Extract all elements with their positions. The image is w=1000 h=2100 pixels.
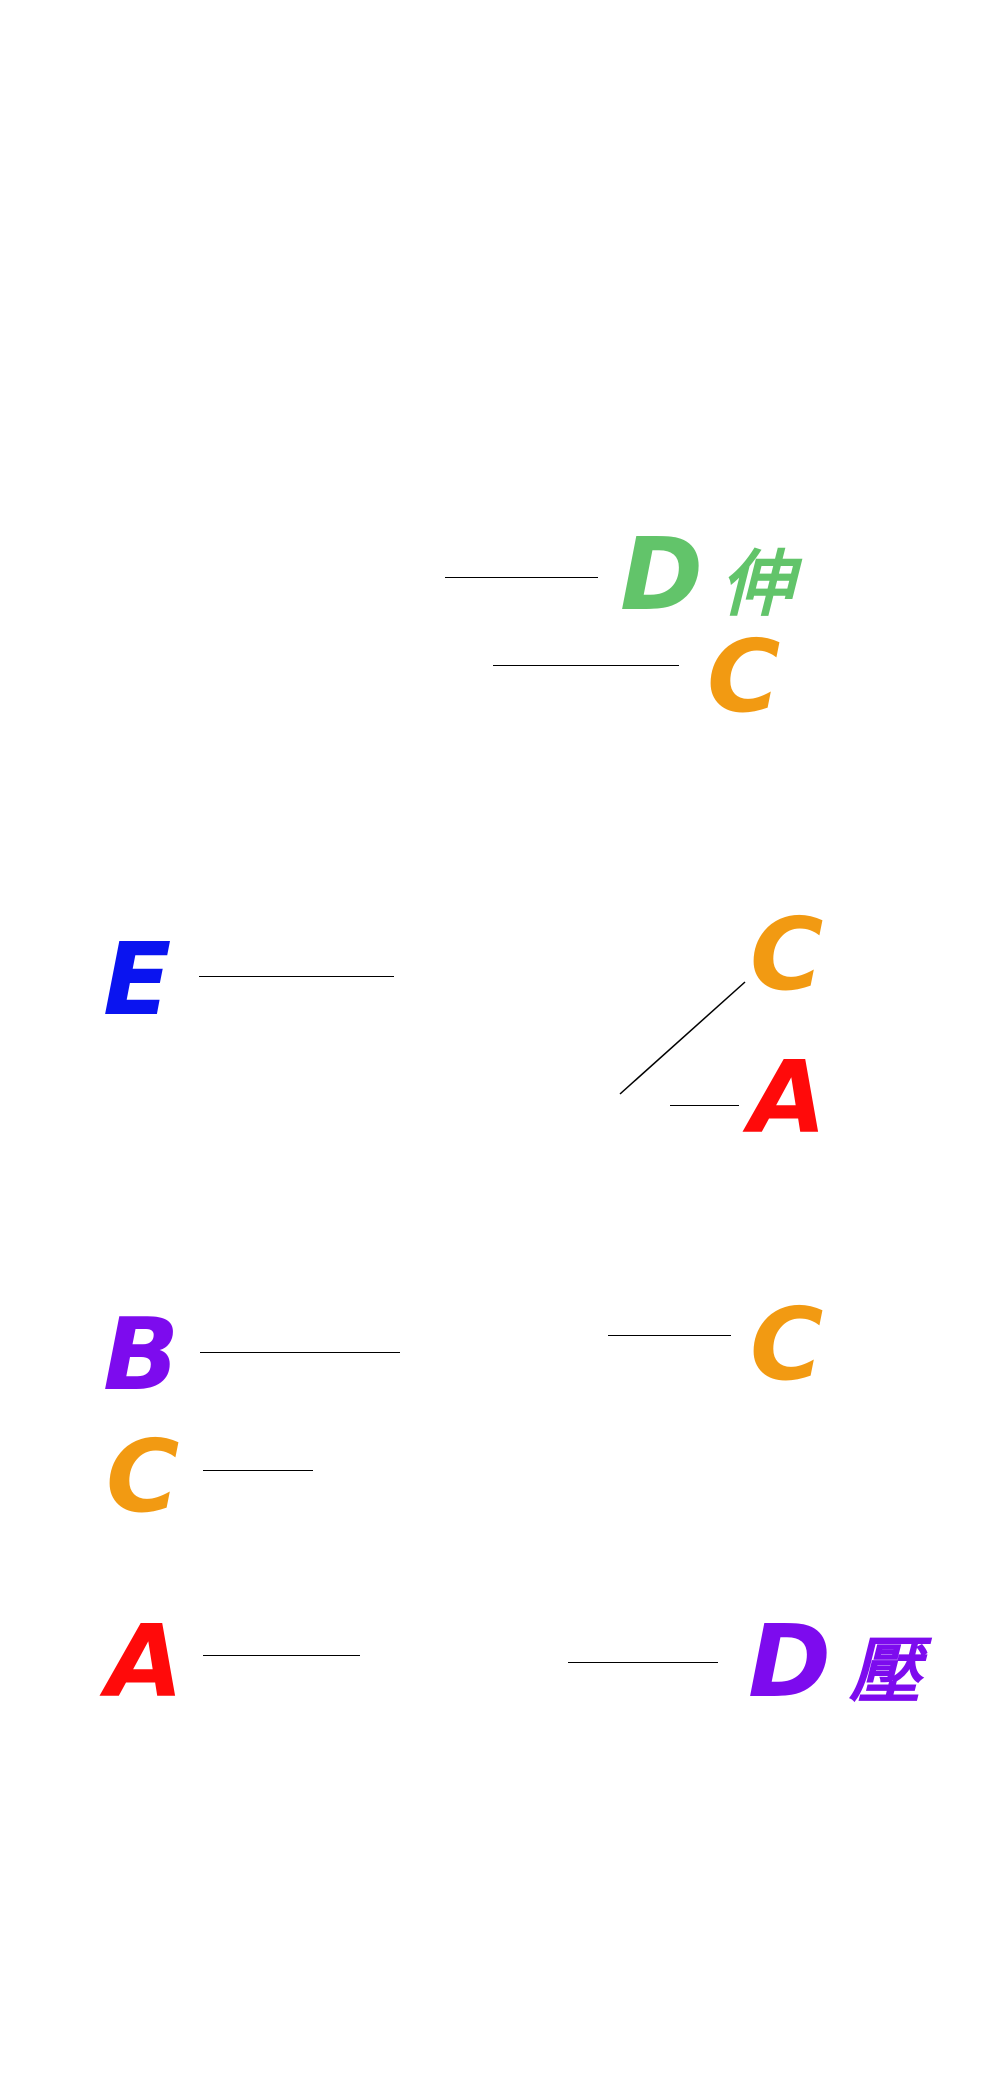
label-d-ya-letter: D [748, 1603, 832, 1720]
rule-a-bottom [203, 1655, 360, 1656]
label-c-right: C [750, 1295, 823, 1395]
label-d-shen-letter: D [620, 516, 704, 633]
label-c-mid: C [750, 905, 823, 1005]
rule-top-d [445, 577, 598, 578]
connector-diagonal [619, 981, 746, 1095]
rule-c-left [203, 1470, 313, 1471]
label-d-shen-kanji: 伸 [721, 542, 794, 626]
label-c-top: C [707, 627, 780, 727]
label-e: E [103, 930, 171, 1030]
label-c-top-letter: C [707, 618, 781, 735]
label-b: B [103, 1305, 179, 1405]
rule-b [200, 1352, 400, 1353]
rule-e [199, 976, 394, 977]
label-a-mid: A [749, 1048, 826, 1148]
rule-c-right [608, 1335, 731, 1336]
label-a-bottom-letter: A [106, 1603, 184, 1720]
label-b-letter: B [103, 1296, 180, 1413]
label-e-letter: E [103, 921, 172, 1038]
label-c-left: C [106, 1427, 179, 1527]
label-a-bottom: A [106, 1612, 183, 1712]
label-c-mid-letter: C [750, 896, 824, 1013]
label-a-mid-letter: A [749, 1039, 827, 1156]
label-d-ya-kanji: 壓 [849, 1629, 922, 1713]
rule-a-mid [670, 1105, 739, 1106]
label-c-left-letter: C [106, 1418, 180, 1535]
label-c-right-letter: C [750, 1286, 824, 1403]
rule-top-c [493, 665, 679, 666]
rule-d-ya [568, 1662, 718, 1663]
